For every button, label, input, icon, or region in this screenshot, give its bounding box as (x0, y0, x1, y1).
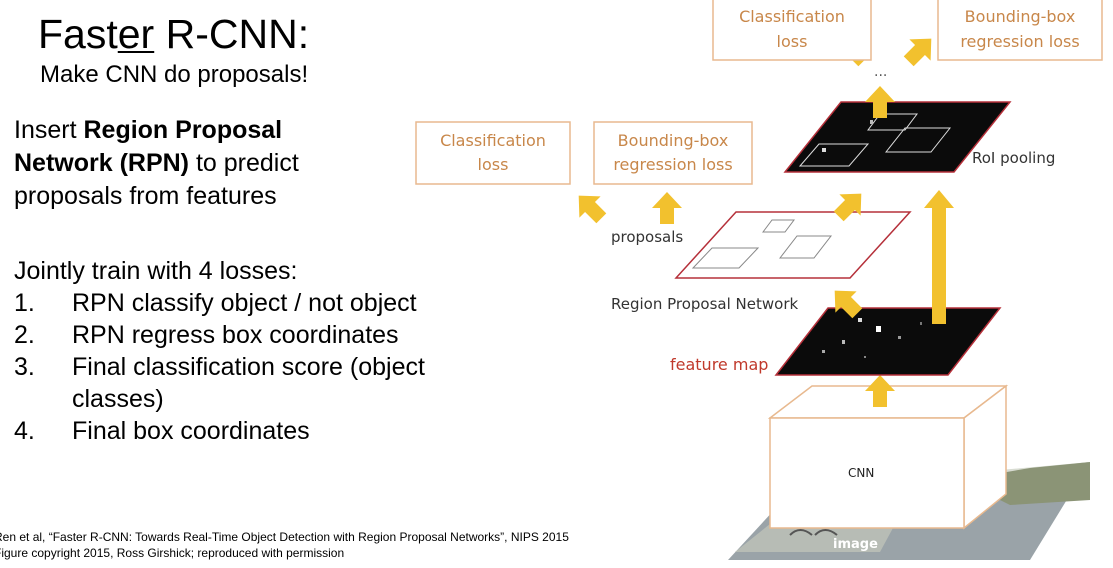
roi-pooling-label: RoI pooling (972, 149, 1055, 167)
intro-pre: Insert (14, 116, 84, 144)
list-text: Final box coordinates (72, 417, 310, 445)
top-bbox-line2: regression loss (960, 32, 1079, 51)
top-cls-line1: Classification (739, 7, 845, 26)
rpn-bbox-line1: Bounding-box (618, 131, 729, 150)
roi-pooling-plane: RoI pooling (783, 101, 1055, 173)
slide-title: Faster R-CNN: (38, 10, 309, 58)
loss-list: 1. RPN classify object / not object 2. RPN… (0, 287, 502, 447)
rpn-cls-arrow-icon (568, 185, 612, 229)
title-after: R-CNN: (154, 11, 310, 57)
intro-bold: Region Proposal Network (RPN) (14, 116, 283, 177)
list-text: Final classification score (object class… (72, 353, 425, 413)
list-text: RPN regress box coordinates (72, 321, 399, 349)
citation: Ren et al, “Faster R-CNN: Towards Real-T… (0, 529, 569, 561)
feature-to-roi-arrow-icon (924, 190, 954, 324)
top-bbox-loss-box: Bounding-box regression loss (937, 0, 1103, 61)
list-text: RPN classify object / not object (72, 289, 417, 317)
feature-map-label: feature map (670, 355, 768, 374)
rpn-bbox-line2: regression loss (613, 155, 732, 174)
intro-paragraph: Insert Region Proposal Network (RPN) to … (14, 114, 374, 213)
rpn-cls-line2: loss (478, 155, 509, 174)
list-number: 3. (14, 353, 35, 381)
slide-subtitle: Make CNN do proposals! (40, 61, 309, 88)
top-bbox-line1: Bounding-box (965, 7, 1076, 26)
rpn-bbox-arrow-icon (652, 192, 682, 224)
citation-line-2: Figure copyright 2015, Ross Girshick; re… (0, 546, 345, 560)
list-item: 2. RPN regress box coordinates (0, 319, 502, 351)
feature-map: feature map (670, 307, 1002, 376)
list-item: 3. Final classification score (object cla… (0, 351, 502, 415)
list-item: 1. RPN classify object / not object (0, 287, 502, 319)
rpn-classification-loss-box: Classification loss (415, 121, 571, 185)
title-underlined: er (117, 11, 155, 57)
list-number: 1. (14, 289, 35, 317)
cnn-label: CNN (848, 466, 874, 480)
list-number: 4. (14, 417, 35, 445)
ellipsis: ... (874, 64, 887, 80)
citation-line-1: Ren et al, “Faster R-CNN: Towards Real-T… (0, 530, 569, 544)
image-label: image (833, 537, 878, 552)
proposals-label: proposals (611, 228, 683, 246)
intro-post: to predict proposals from features (14, 149, 299, 210)
top-cls-line2: loss (777, 32, 808, 51)
top-bbox-arrow-icon (898, 28, 942, 72)
list-number: 2. (14, 321, 35, 349)
list-item: 4. Final box coordinates (0, 415, 502, 447)
top-classification-loss-box: Classification loss (712, 0, 872, 61)
title-before: Fast (38, 11, 118, 57)
rpn-label: Region Proposal Network (611, 295, 798, 313)
losses-heading: Jointly train with 4 losses: (14, 257, 298, 285)
proposals-plane: proposals (611, 211, 912, 279)
rpn-bbox-loss-box: Bounding-box regression loss (593, 121, 753, 185)
cnn-block: CNN (767, 384, 1009, 530)
rpn-cls-line1: Classification (440, 131, 546, 150)
